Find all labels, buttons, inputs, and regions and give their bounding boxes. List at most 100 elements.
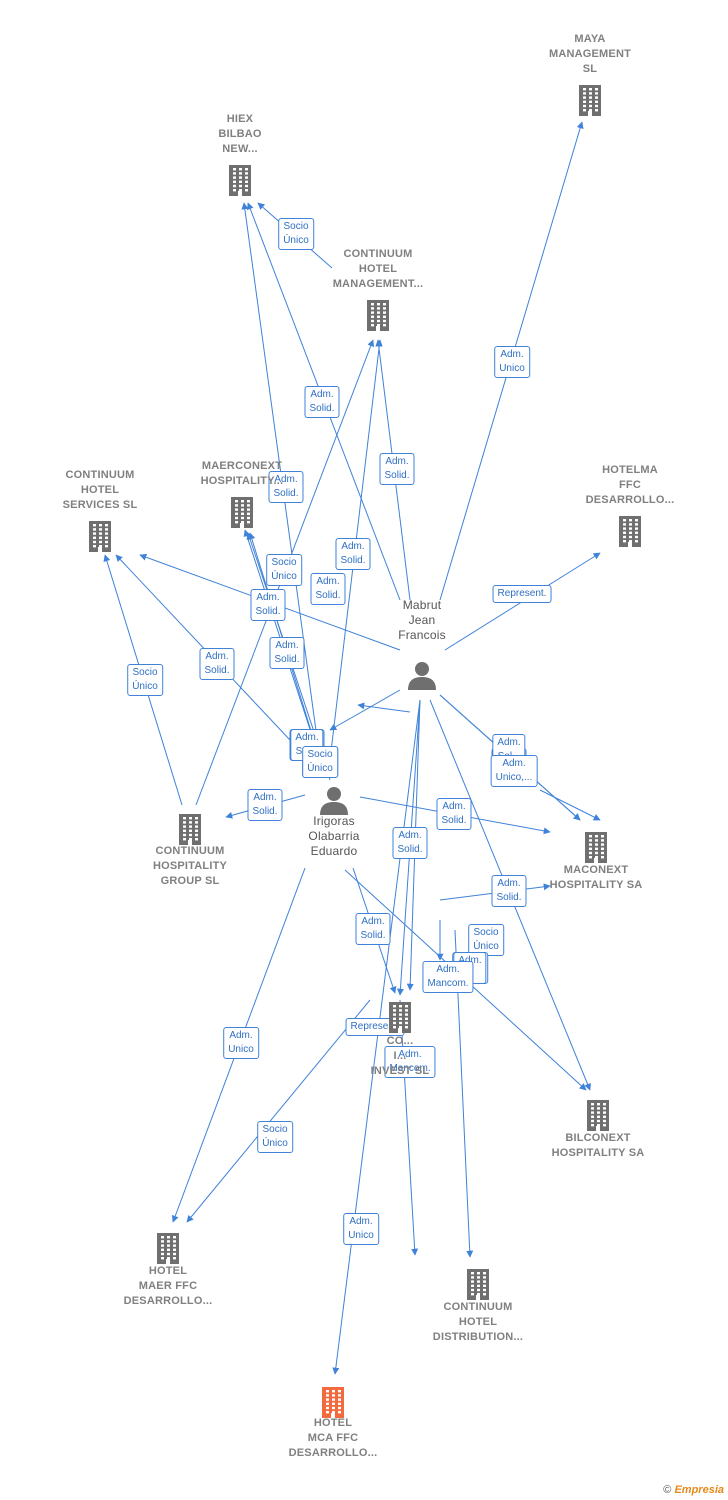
edge-label[interactable]: Represent. bbox=[492, 585, 552, 603]
edge-label-line: Adm. bbox=[436, 964, 460, 975]
node-label-line: HOSPITALITY... bbox=[200, 475, 284, 487]
person-icon bbox=[319, 785, 349, 815]
edge-label[interactable]: Adm.Unico bbox=[494, 346, 530, 378]
person-icon bbox=[407, 660, 437, 690]
node-label-line: MACONEXT bbox=[563, 864, 629, 876]
edge-label[interactable]: Adm.Solid. bbox=[436, 798, 472, 830]
edge-label[interactable]: Adm.Solid. bbox=[269, 637, 305, 669]
node-label-line: DESARROLLO... bbox=[288, 1447, 378, 1459]
node-label-line: DISTRIBUTION... bbox=[432, 1331, 524, 1343]
node-label-line: MAER FFC bbox=[138, 1280, 198, 1292]
brand-logo: Empresia bbox=[674, 1484, 724, 1496]
edge-label-line: Solid. bbox=[252, 806, 278, 817]
edge-label[interactable]: Adm.Solid. bbox=[310, 573, 346, 605]
edge-line bbox=[399, 999, 419, 1256]
edge-label-line: Adm. bbox=[253, 792, 277, 803]
node-label-line: BILBAO bbox=[218, 128, 262, 140]
node-label-line: HOSPITALITY bbox=[152, 860, 228, 872]
edge-label-line: Adm. bbox=[349, 1216, 373, 1227]
building-icon bbox=[386, 1001, 414, 1033]
node-label-line: Irigoras bbox=[313, 814, 355, 828]
edge-label-line: Unico bbox=[228, 1044, 254, 1055]
edge-label-line: Solid. bbox=[340, 555, 366, 566]
edge-label-line: Solid. bbox=[273, 488, 299, 499]
edge-label-line: Adm. bbox=[316, 576, 340, 587]
edge-label-line: Adm. bbox=[341, 541, 365, 552]
edge-label-line: Solid. bbox=[397, 844, 423, 855]
edge-label-line: Solid. bbox=[360, 930, 386, 941]
node-label-line: HOTEL bbox=[80, 484, 120, 496]
edge-line bbox=[332, 699, 421, 1375]
edge-label[interactable]: Adm.Solid. bbox=[250, 589, 286, 621]
node-label-line: MANAGEMENT... bbox=[332, 278, 424, 290]
edge-label-line: Adm. bbox=[497, 737, 521, 748]
edge-label-line: Solid. bbox=[441, 815, 467, 826]
edge-label[interactable]: Adm. Solid. bbox=[355, 913, 391, 945]
edge-label-line: Represent. bbox=[350, 1021, 400, 1032]
edge-label[interactable]: Adm. Unico bbox=[343, 1213, 379, 1245]
node-label: CONTINUUM HOTEL MANAGEMENT... bbox=[318, 247, 438, 292]
edge-label[interactable]: Adm.Solid. bbox=[379, 453, 415, 485]
edge-label[interactable]: Adm. Solid. bbox=[247, 789, 283, 821]
node-label-line: Olabarria bbox=[308, 829, 360, 843]
edge-label-line: Adm. bbox=[274, 474, 298, 485]
edge-label-line: Adm. bbox=[502, 758, 526, 769]
edge-line bbox=[115, 554, 291, 741]
edge-label-line: Adm. bbox=[310, 389, 334, 400]
edge-label[interactable]: Adm.Mancom. bbox=[384, 1046, 436, 1078]
building-icon bbox=[154, 1232, 182, 1264]
node-label-line: HIEX bbox=[226, 113, 254, 125]
building-icon bbox=[86, 520, 114, 552]
edge-label[interactable]: Adm.Unico bbox=[223, 1027, 259, 1059]
building-icon bbox=[576, 84, 604, 116]
node-label-line: SERVICES SL bbox=[62, 499, 138, 511]
edge-label-line: Único bbox=[262, 1138, 288, 1149]
edge-label[interactable]: Adm.Unico,... bbox=[490, 755, 538, 787]
node-label-line: HOTEL bbox=[358, 263, 398, 275]
building-icon bbox=[582, 831, 610, 863]
footer-brand: © Empresia bbox=[663, 1484, 724, 1496]
edge-label-line: Adm. bbox=[256, 592, 280, 603]
edge-label-line: Único bbox=[132, 681, 158, 692]
edge-label-line: Único bbox=[473, 941, 499, 952]
node-label-line: GROUP SL bbox=[160, 875, 220, 887]
node-label-line: NEW... bbox=[222, 143, 258, 155]
edge-label-line: Socio bbox=[307, 749, 333, 760]
node-label-line: HOTEL bbox=[148, 1265, 188, 1277]
node-label-line: I... bbox=[393, 1050, 407, 1062]
edge-label-line: Solid. bbox=[274, 654, 300, 665]
node-label-line: HOTEL bbox=[458, 1316, 498, 1328]
node-label-line: BILCONEXT bbox=[565, 1132, 631, 1144]
edge-label-line: Unico bbox=[499, 363, 525, 374]
edge-label-line: Represent. bbox=[497, 588, 547, 599]
building-icon bbox=[226, 164, 254, 196]
edge-label[interactable]: Adm. Solid. bbox=[304, 386, 340, 418]
edge-label[interactable]: Adm. Solid. bbox=[335, 538, 371, 570]
edge-label[interactable]: Adm.Mancom. bbox=[422, 961, 474, 993]
edge-label-line: Solid. bbox=[309, 403, 335, 414]
edge-label-line: Solid. bbox=[204, 665, 230, 676]
edge-label-line: Único bbox=[271, 571, 297, 582]
node-label-line: HOTELMA bbox=[602, 464, 658, 476]
building-icon bbox=[584, 1099, 612, 1131]
edge-label-line: Adm. bbox=[361, 916, 385, 927]
edge-label[interactable]: Adm.Solid. bbox=[491, 875, 527, 907]
node-label-line: CONTINUUM bbox=[343, 248, 413, 260]
edge-label[interactable]: Adm.Solid. bbox=[392, 827, 428, 859]
node-label-line: Francois bbox=[398, 628, 446, 642]
edge-label[interactable]: Adm.Solid. bbox=[199, 648, 235, 680]
node-label-line: Eduardo bbox=[310, 844, 358, 858]
edge-label-line: Unico bbox=[348, 1230, 374, 1241]
edge-label[interactable]: Adm. Solid. bbox=[268, 471, 304, 503]
